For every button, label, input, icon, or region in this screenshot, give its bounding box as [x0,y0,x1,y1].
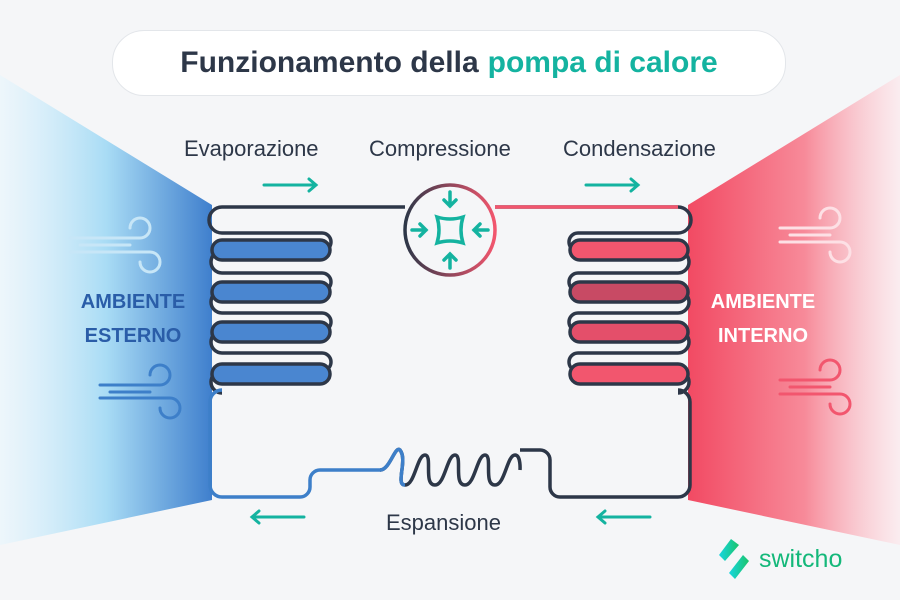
wind-icon-outside [68,216,182,420]
inside-ambient-line2: INTERNO [718,325,808,347]
title-part-1: Funzionamento della [180,46,479,79]
inside-ambient-label: AMBIENTE INTERNO [698,285,828,353]
arrow-left-icon [249,509,306,525]
switcho-logo-icon [719,539,749,579]
arrow-right-icon [584,177,641,193]
compressor-icon [403,183,497,277]
inside-ambient-zone [688,75,900,545]
evaporator-coil [207,205,405,499]
outside-ambient-label: AMBIENTE ESTERNO [68,285,198,353]
arrow-left-icon [595,509,652,525]
label-expansion: Espansione [386,510,501,535]
outside-ambient-zone [0,75,212,545]
label-condensation: Condensazione [563,136,716,161]
brand-name: switcho [759,544,843,573]
expansion-valve-coil [379,447,522,487]
outside-ambient-line2: ESTERNO [84,325,182,347]
wind-icon-inside [778,206,852,416]
arrow-right-icon [262,177,319,193]
condenser-coil [495,205,693,499]
label-compression: Compressione [369,136,511,161]
page-title: Funzionamento della pompa di calore [112,30,786,96]
flow-arrows [249,177,652,525]
label-evaporation: Evaporazione [184,136,319,161]
brand-logo: switcho [717,537,842,581]
outside-ambient-line1: AMBIENTE [80,291,186,313]
title-part-2: pompa di calore [487,46,718,79]
inside-ambient-line1: AMBIENTE [710,291,816,313]
